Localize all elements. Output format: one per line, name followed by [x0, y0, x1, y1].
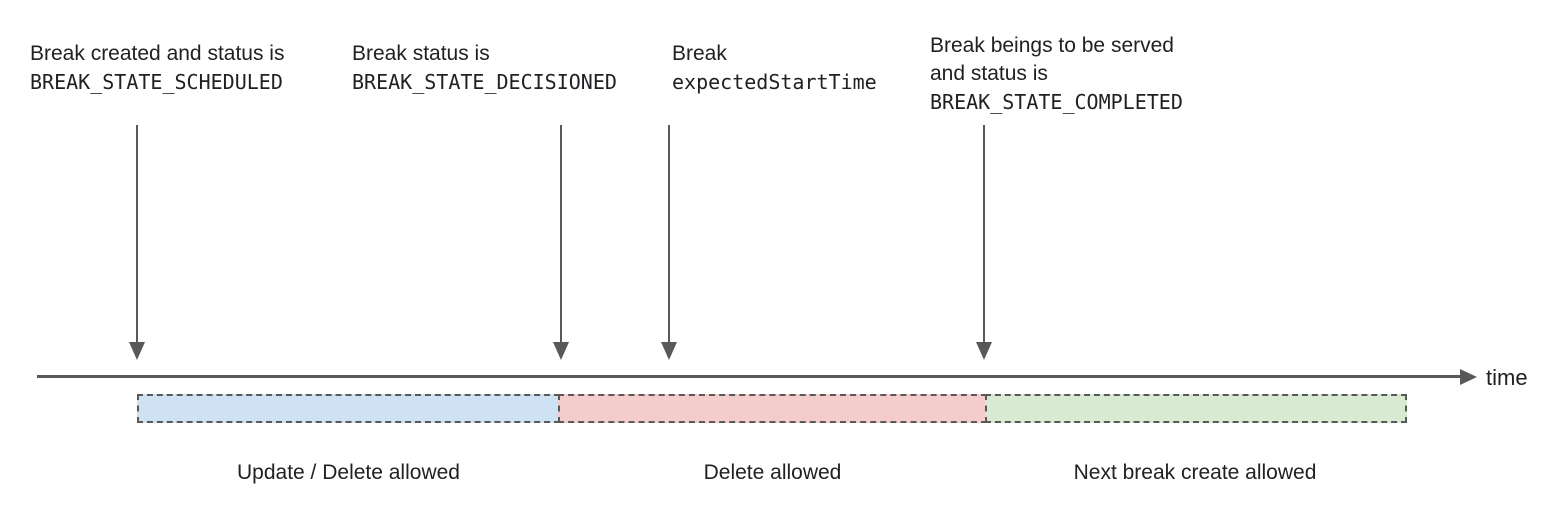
annotation-scheduled-text: Break created and status is [30, 42, 285, 65]
annotation-completed-code: BREAK_STATE_COMPLETED [930, 90, 1183, 114]
segment-delete-allowed [558, 394, 987, 423]
annotation-scheduled: Break created and status is BREAK_STATE_… [30, 40, 284, 96]
segment-label-delete-allowed: Delete allowed [703, 461, 842, 484]
annotation-expected-start-code: expectedStartTime [672, 70, 877, 94]
down-arrow-shaft [560, 125, 562, 342]
time-axis-label: time [1486, 365, 1528, 390]
annotation-decisioned-code: BREAK_STATE_DECISIONED [352, 70, 617, 94]
annotation-completed-text-1: Break beings to be served [930, 34, 1174, 57]
down-arrow-head-icon [976, 342, 992, 360]
down-arrow-head-icon [129, 342, 145, 360]
segment-update-delete-allowed [137, 394, 560, 423]
annotation-decisioned: Break status is BREAK_STATE_DECISIONED [352, 40, 617, 96]
down-arrow-head-icon [661, 342, 677, 360]
segment-label-next-break-create-allowed: Next break create allowed [1073, 461, 1317, 484]
annotation-expected-start: Break expectedStartTime [672, 40, 877, 96]
annotation-completed: Break beings to be served and status is … [930, 32, 1183, 116]
down-arrow-expected-start [661, 125, 677, 360]
time-axis-arrowhead-icon [1460, 369, 1477, 385]
annotation-expected-start-text: Break [672, 42, 727, 65]
down-arrow-decisioned [553, 125, 569, 360]
down-arrow-shaft [136, 125, 138, 342]
annotation-scheduled-code: BREAK_STATE_SCHEDULED [30, 70, 283, 94]
down-arrow-head-icon [553, 342, 569, 360]
annotation-decisioned-text: Break status is [352, 42, 490, 65]
down-arrow-shaft [668, 125, 670, 342]
time-axis-line [37, 375, 1462, 378]
down-arrow-shaft [983, 125, 985, 342]
down-arrow-completed [976, 125, 992, 360]
segment-next-break-create-allowed [985, 394, 1407, 423]
down-arrow-scheduled [129, 125, 145, 360]
segment-label-update-delete-allowed: Update / Delete allowed [237, 461, 460, 484]
annotation-completed-text-2: and status is [930, 62, 1048, 85]
